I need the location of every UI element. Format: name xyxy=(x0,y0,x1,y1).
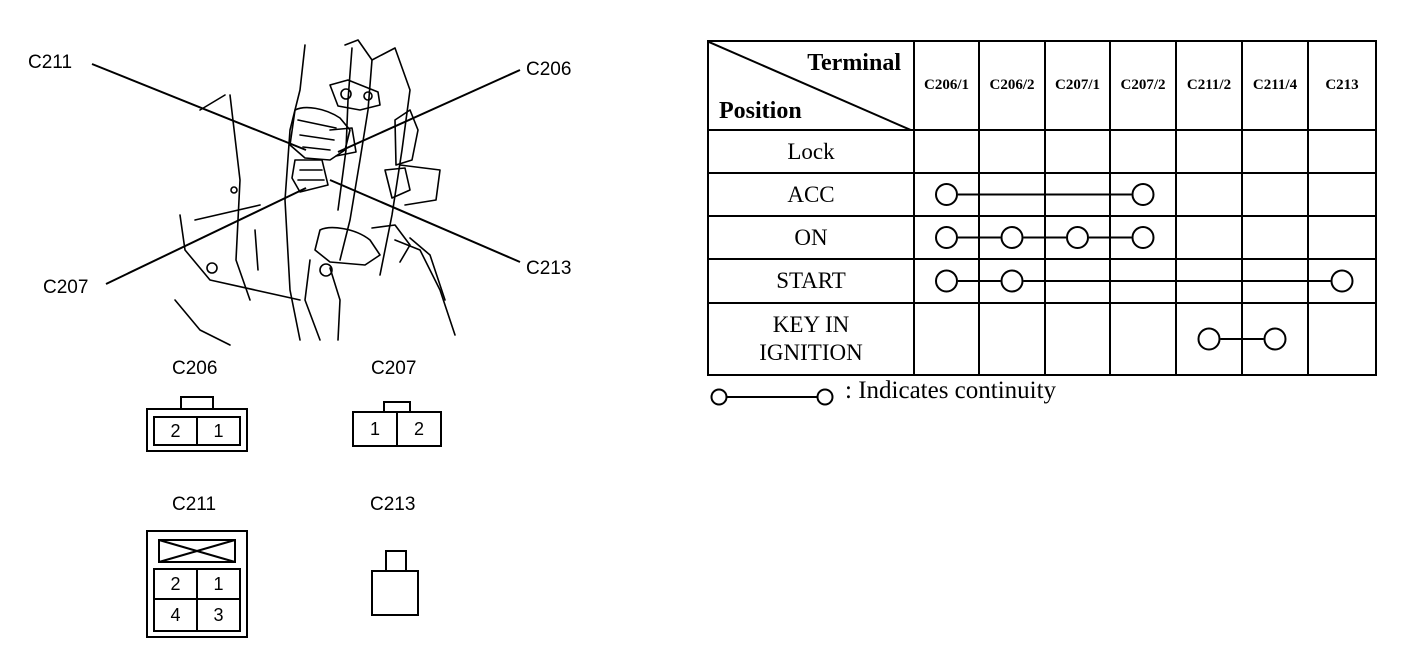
connector-c206-pins: 2 1 xyxy=(153,416,241,446)
connector-c207-pins: 1 2 xyxy=(352,411,442,447)
continuity-table: Terminal Position C206/1 C206/2 C207/1 C… xyxy=(707,40,1377,376)
connector-c207-pin: 2 xyxy=(396,413,440,445)
connector-c211-pins-top: 2 1 xyxy=(153,568,241,600)
table-cell xyxy=(913,215,980,260)
header-corner-cell: Terminal Position xyxy=(707,40,915,131)
connector-c206-pin: 1 xyxy=(196,418,239,444)
callout-leader-lines xyxy=(91,63,521,285)
position-label: START xyxy=(707,258,915,304)
connector-c211-pin: 1 xyxy=(196,570,239,598)
position-label-line: Lock xyxy=(787,138,835,164)
table-cell xyxy=(978,129,1046,174)
table-cell xyxy=(913,172,980,217)
steering-column-illustration xyxy=(174,39,456,346)
table-cell xyxy=(978,258,1046,304)
table-row: START xyxy=(707,258,1377,304)
table-cell xyxy=(1044,215,1111,260)
table-cell xyxy=(1307,215,1377,260)
column-header: C206/2 xyxy=(978,40,1046,131)
table-header-row: Terminal Position C206/1 C206/2 C207/1 C… xyxy=(707,40,1377,131)
position-label: Lock xyxy=(707,129,915,174)
table-cell xyxy=(1109,129,1177,174)
header-terminal: Terminal xyxy=(807,50,901,76)
column-header: C207/2 xyxy=(1109,40,1177,131)
callout-c207: C207 xyxy=(43,277,89,298)
leader-line-c211 xyxy=(91,63,307,151)
header-diagonal xyxy=(709,42,913,131)
leader-line-c213 xyxy=(329,179,521,263)
table-row: Lock xyxy=(707,129,1377,174)
connector-c207-title: C207 xyxy=(371,358,417,379)
table-cell xyxy=(978,302,1046,376)
connector-c211-pin: 4 xyxy=(170,604,181,625)
callout-c206: C206 xyxy=(526,59,572,80)
table-cell xyxy=(1307,172,1377,217)
table-cell xyxy=(1044,258,1111,304)
table-cell xyxy=(913,258,980,304)
position-label: ACC xyxy=(707,172,915,217)
connector-c211-latch-x xyxy=(158,539,236,563)
continuity-legend-symbol xyxy=(710,388,834,406)
connector-c207-pin: 1 xyxy=(369,418,380,439)
position-label-line: ACC xyxy=(787,181,835,207)
position-label-line: START xyxy=(776,268,846,293)
table-row: ON xyxy=(707,215,1377,260)
connector-c206-pin: 2 xyxy=(170,420,181,441)
table-cell xyxy=(1307,302,1377,376)
connector-c207-latch xyxy=(383,401,411,413)
callout-c211: C211 xyxy=(28,52,73,73)
table-cell xyxy=(913,129,980,174)
table-cell xyxy=(1109,302,1177,376)
table-cell xyxy=(1109,172,1177,217)
connector-c211-pins-bottom: 4 3 xyxy=(153,598,241,632)
leader-line-c206 xyxy=(337,69,521,153)
callout-c213: C213 xyxy=(526,258,572,279)
table-cell xyxy=(978,215,1046,260)
table-cell xyxy=(978,172,1046,217)
column-header: C211/2 xyxy=(1175,40,1243,131)
leader-line-c207 xyxy=(105,187,307,285)
connector-c206-title: C206 xyxy=(172,358,218,379)
table-row: KEY IN IGNITION xyxy=(707,302,1377,376)
position-label: KEY IN IGNITION xyxy=(707,302,915,376)
table-cell xyxy=(1241,129,1309,174)
column-header: C207/1 xyxy=(1044,40,1111,131)
connector-c211-pin: 3 xyxy=(196,600,239,630)
header-position: Position xyxy=(719,98,802,124)
table-cell xyxy=(1241,258,1309,304)
connector-c213-terminal xyxy=(385,550,407,572)
table-cell xyxy=(1109,215,1177,260)
position-label: ON xyxy=(707,215,915,260)
column-header: C213 xyxy=(1307,40,1377,131)
column-header: C211/4 xyxy=(1241,40,1309,131)
position-label-line: IGNITION xyxy=(759,340,863,365)
table-cell xyxy=(1241,302,1309,376)
connector-c213-title: C213 xyxy=(370,494,416,515)
table-cell xyxy=(1175,302,1243,376)
table-cell xyxy=(1241,172,1309,217)
table-cell xyxy=(1044,172,1111,217)
table-cell xyxy=(1044,302,1111,376)
table-cell xyxy=(1241,215,1309,260)
table-cell xyxy=(1175,129,1243,174)
position-label-line: ON xyxy=(794,224,828,250)
table-cell xyxy=(1044,129,1111,174)
table-cell xyxy=(1175,215,1243,260)
connector-c211-title: C211 xyxy=(172,494,217,515)
connector-c213-housing xyxy=(371,570,419,616)
table-cell xyxy=(1307,258,1377,304)
table-cell xyxy=(1109,258,1177,304)
column-header: C206/1 xyxy=(913,40,980,131)
position-label-line: KEY IN xyxy=(772,312,850,337)
legend-text: : Indicates continuity xyxy=(845,377,1057,404)
table-cell xyxy=(1175,258,1243,304)
connector-c211-pin: 2 xyxy=(170,573,181,594)
table-row: ACC xyxy=(707,172,1377,217)
table-cell xyxy=(913,302,980,376)
table-cell xyxy=(1307,129,1377,174)
table-cell xyxy=(1175,172,1243,217)
